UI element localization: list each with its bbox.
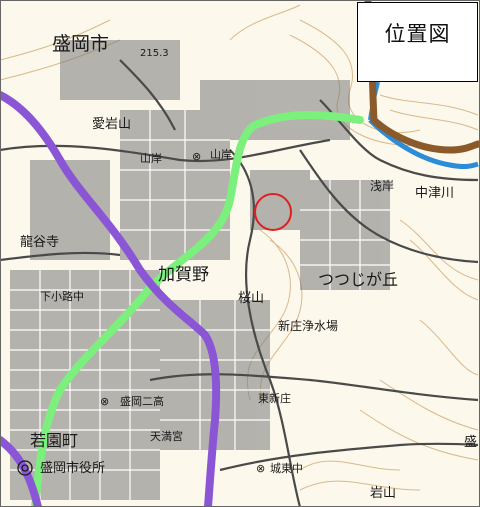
label-atagoyama: 愛岩山 [92,117,131,132]
label-wakazonocho: 若園町 [30,431,78,450]
river-nakatsugawa [368,118,479,170]
city-hall-symbol-inner [21,464,29,472]
label-kogaya: 加賀野 [158,265,209,285]
label-mori-edge: 盛 [464,435,477,450]
label-shinjo-water: 新庄浄水場 [278,318,338,333]
location-map-callout: 位置図 [357,2,478,82]
label-iwayama: 岩山 [370,486,396,501]
label-tenmangu: 天満宮 [150,429,183,443]
green-route [31,111,364,507]
label-higashi-shinjo: 東新庄 [258,391,291,405]
label-yamagishi-center: 山岸 [210,148,232,161]
school-symbol-icon-2: ⊗ [256,462,265,475]
roads [0,59,479,507]
school-symbol-icon: ⊗ [100,395,109,408]
label-shirohigashi-naka: 城東中 [270,462,303,475]
callout-title: 位置図 [384,22,451,46]
city-hall-symbol [17,460,33,476]
purple-route-south [0,436,42,507]
label-morioka-2ko: 盛岡二高 [120,394,164,408]
purple-route [0,91,221,507]
site-location-marker [254,193,292,231]
label-yamagishi-left: 山岸 [140,152,162,165]
label-morioka-city: 盛岡市 [52,33,109,55]
label-asagishi: 浅岸 [370,179,394,193]
label-tsutsujigaoka: つつじが丘 [318,270,398,289]
label-sakurayama: 桜山 [238,291,264,306]
label-elevation: 215.3 [140,48,169,59]
label-nakatsugawa: 中津川 [415,186,454,201]
label-city-hall: 盛岡市役所 [40,460,105,476]
map-symbols: ⊗ ⊗ ⊗ [17,150,265,476]
school-symbol-icon-3: ⊗ [192,150,201,163]
place-labels: 盛岡市 215.3 愛岩山 山岸 山岸 浅岸 中津川 龍谷寺 加賀野 桜山 つつ… [20,33,477,501]
label-koji-naka: 下小路中 [40,290,84,303]
label-ryukokuji: 龍谷寺 [20,234,59,250]
